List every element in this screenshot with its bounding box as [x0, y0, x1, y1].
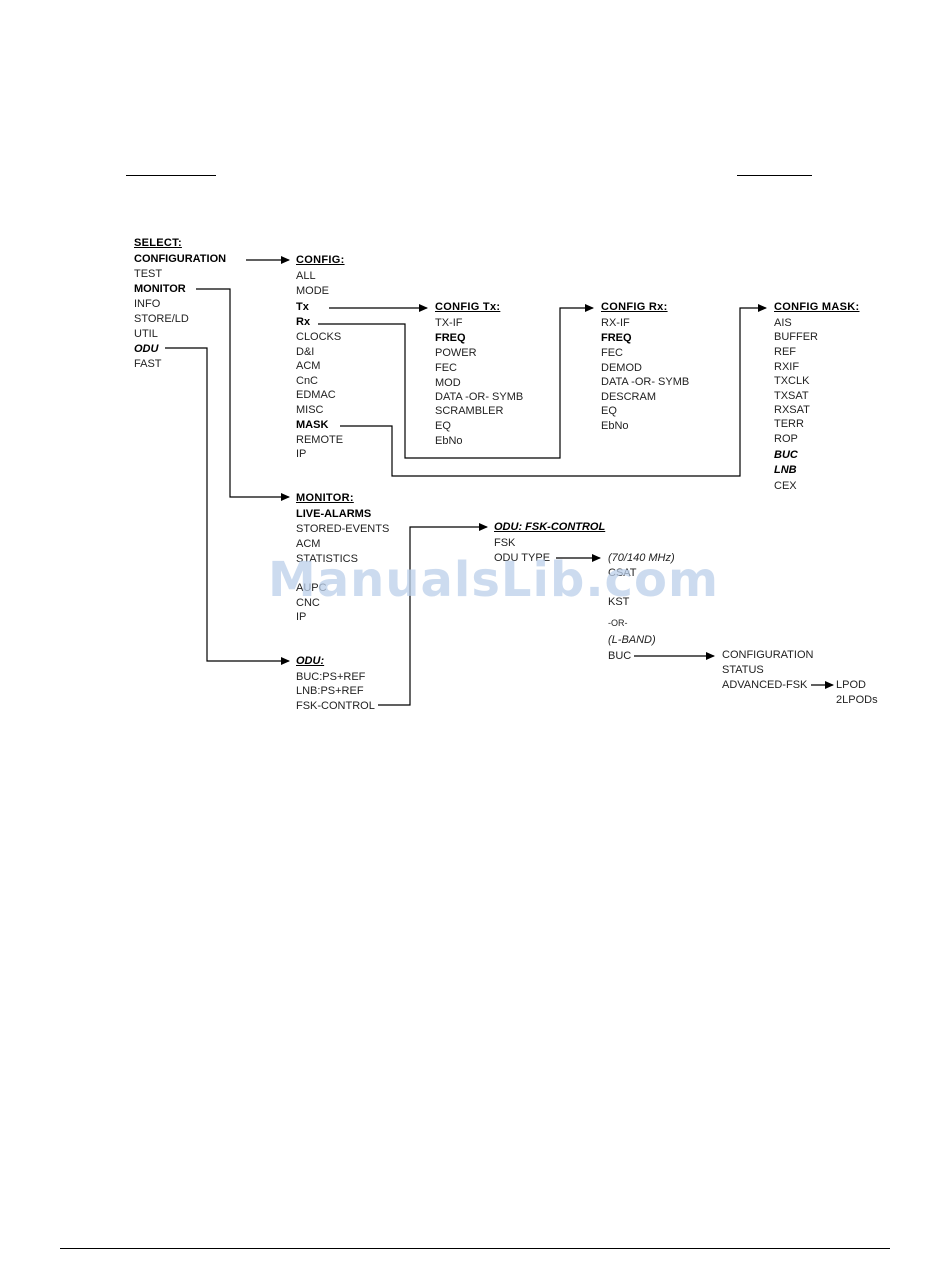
config-item-mode: MODE: [296, 285, 329, 297]
fsk-control-item-fsk: FSK: [494, 537, 516, 549]
config-mask-item-txclk: TXCLK: [774, 375, 810, 387]
config-tx-item-data-or-symb: DATA -OR- SYMB: [435, 391, 524, 403]
config-rx-item-eq: EQ: [601, 405, 617, 417]
config-tx-item-mod: MOD: [435, 377, 461, 389]
arrow-odu-to-odu-menu: [165, 347, 290, 665]
select-item-odu: ODU: [134, 343, 159, 355]
buc-menu-item-status: STATUS: [722, 664, 764, 676]
config-rx-item-ebno: EbNo: [601, 420, 629, 432]
config-mask-item-rxsat: RXSAT: [774, 404, 810, 416]
config-tx-item-power: POWER: [435, 347, 477, 359]
config-mask-item-lnb: LNB: [774, 464, 797, 476]
monitor-item-live-alarms: LIVE-ALARMS: [296, 508, 372, 520]
config-rx-item-demod: DEMOD: [601, 362, 642, 374]
config-mask-item-rxif: RXIF: [774, 361, 800, 373]
select-heading: SELECT:: [134, 237, 182, 249]
config-mask-item-buffer: BUFFER: [774, 331, 818, 343]
config-item-misc: MISC: [296, 404, 324, 416]
arrow-fsk-control-to-fsk-menu: [378, 523, 488, 706]
config-item-ip: IP: [296, 448, 307, 460]
config-item-remote: REMOTE: [296, 434, 344, 446]
config-tx-item-freq: FREQ: [435, 332, 466, 344]
config-item-tx: Tx: [296, 301, 309, 313]
config-tx-item-eq: EQ: [435, 420, 451, 432]
config-mask-item-cex: CEX: [774, 480, 797, 492]
odu-item-lnb-ps-ref: LNB:PS+REF: [296, 685, 364, 697]
config-rx-item-descram: DESCRAM: [601, 391, 657, 403]
monitor-item-acm: ACM: [296, 538, 321, 550]
buc-menu-item-advanced-fsk: ADVANCED-FSK: [722, 679, 808, 691]
select-item-monitor: MONITOR: [134, 283, 186, 295]
monitor-heading: MONITOR:: [296, 492, 354, 504]
config-mask-item-buc: BUC: [774, 449, 798, 461]
config-item-clocks: CLOCKS: [296, 331, 342, 343]
config-mask-heading: CONFIG MASK:: [774, 301, 860, 313]
monitor-item-cnc: CNC: [296, 597, 320, 609]
select-item-configuration: CONFIGURATION: [134, 253, 227, 265]
config-tx-item-scrambler: SCRAMBLER: [435, 405, 504, 417]
select-item-fast: FAST: [134, 358, 162, 370]
buc-menu-item-configuration: CONFIGURATION: [722, 649, 814, 661]
select-item-util: UTIL: [134, 328, 158, 340]
config-mask-item-txsat: TXSAT: [774, 390, 809, 402]
select-item-info: INFO: [134, 298, 161, 310]
config-heading: CONFIG:: [296, 254, 345, 266]
arrow-monitor-to-monitor-menu: [196, 288, 290, 501]
arrow-mask-to-config-mask: [340, 304, 767, 477]
odu-item-fsk-control: FSK-CONTROL: [296, 700, 375, 712]
fsk-control-heading: ODU: FSK-CONTROL: [494, 521, 606, 533]
header-rule-left: [126, 175, 216, 176]
select-item-test: TEST: [134, 268, 163, 280]
odu-type-item-kst: KST: [608, 596, 630, 608]
monitor-item-stored-events: STORED-EVENTS: [296, 523, 390, 535]
watermark: ManualsLib.com: [268, 552, 719, 608]
odu-type-band-70-140: (70/140 MHz): [608, 552, 675, 564]
advanced-fsk-item-2lpods: 2LPODs: [836, 694, 878, 706]
footer-rule: [60, 1248, 890, 1249]
advanced-fsk-item-lpod: LPOD: [836, 679, 866, 691]
config-tx-item-ebno: EbNo: [435, 435, 463, 447]
config-rx-item-fec: FEC: [601, 347, 623, 359]
monitor-item-ip: IP: [296, 611, 307, 623]
select-item-store-ld: STORE/LD: [134, 313, 189, 325]
config-item-acm: ACM: [296, 360, 321, 372]
config-tx-item-tx-if: TX-IF: [435, 317, 463, 329]
config-item-edmac: EDMAC: [296, 389, 336, 401]
config-rx-heading: CONFIG Rx:: [601, 301, 668, 313]
config-tx-item-fec: FEC: [435, 362, 457, 374]
odu-type-band-l-band: (L-BAND): [608, 634, 656, 646]
config-item-d-and-i: D&I: [296, 346, 315, 358]
fsk-control-item-odu-type: ODU TYPE: [494, 552, 551, 564]
config-mask-item-terr: TERR: [774, 418, 804, 430]
odu-type-item-csat: CSAT: [608, 567, 637, 579]
config-item-all: ALL: [296, 270, 316, 282]
odu-type-item-buc: BUC: [608, 650, 632, 662]
config-mask-item-ais: AIS: [774, 317, 792, 329]
config-mask-item-ref: REF: [774, 346, 796, 358]
config-rx-item-rx-if: RX-IF: [601, 317, 630, 329]
odu-heading: ODU:: [296, 655, 325, 667]
config-item-rx: Rx: [296, 316, 311, 328]
config-item-cnc: CnC: [296, 375, 319, 387]
odu-item-buc-ps-ref: BUC:PS+REF: [296, 671, 366, 683]
arrow-rx-to-config-rx: [318, 304, 594, 459]
monitor-item-statistics: STATISTICS: [296, 553, 358, 565]
config-rx-item-data-or-symb: DATA -OR- SYMB: [601, 376, 690, 388]
monitor-item-aupc: AUPC: [296, 582, 327, 594]
config-item-mask: MASK: [296, 419, 329, 431]
config-tx-heading: CONFIG Tx:: [435, 301, 501, 313]
config-rx-item-freq: FREQ: [601, 332, 632, 344]
config-mask-item-rop: ROP: [774, 433, 798, 445]
odu-type-or-label: -OR-: [608, 618, 628, 628]
header-rule-right: [737, 175, 812, 176]
